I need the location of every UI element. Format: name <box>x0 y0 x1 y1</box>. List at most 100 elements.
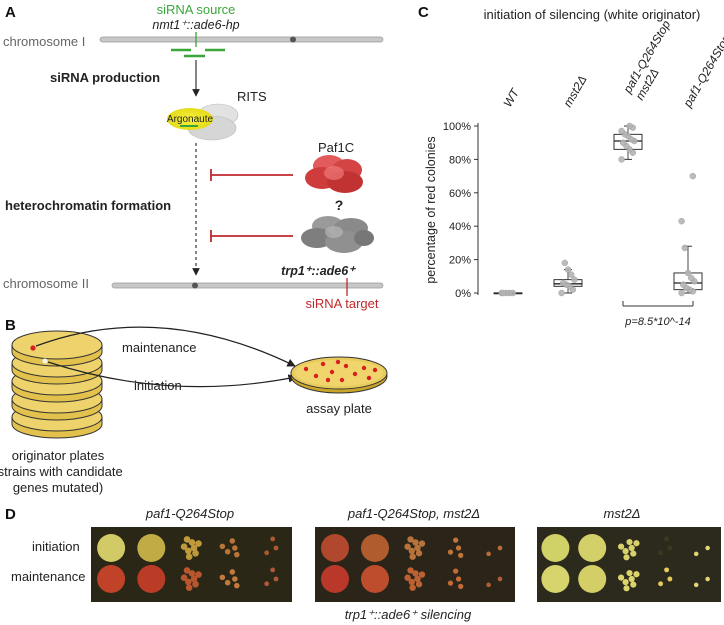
spot-assay-plates <box>91 527 721 602</box>
initiation-arrow <box>47 361 297 388</box>
data-point <box>558 289 565 297</box>
y-tick-label: 20% <box>449 255 471 267</box>
paf1c-label: Paf1C <box>318 140 354 155</box>
colony <box>455 576 462 582</box>
argonaute-label: Argonaute <box>167 114 214 125</box>
chromosome-2-bar <box>111 282 384 289</box>
data-point <box>689 172 697 180</box>
y-tick-label: 60% <box>449 188 471 200</box>
colony <box>407 536 414 543</box>
centromere-1 <box>290 36 296 43</box>
colony <box>183 536 191 543</box>
strain-label-2: paf1-Q264Stop, mst2Δ <box>347 506 480 521</box>
y-tick-label: 0% <box>455 288 471 300</box>
data-point <box>567 271 575 278</box>
trp1-ade6-construct-label: trp1⁺::ade6⁺ <box>281 264 356 278</box>
colony <box>409 584 416 591</box>
colony <box>404 543 411 550</box>
chromosome-2-label: chromosome II <box>3 276 89 291</box>
colony-spot <box>97 534 126 562</box>
row-label-maintenance: maintenance <box>11 569 85 584</box>
colony <box>486 551 491 557</box>
colony <box>458 552 464 559</box>
colony <box>453 568 459 574</box>
colony <box>618 574 625 581</box>
colony <box>415 581 423 588</box>
spot-plate-photo <box>91 527 292 602</box>
colony <box>626 538 633 546</box>
colony <box>623 554 630 561</box>
assay-plate-label: assay plate <box>306 401 372 416</box>
ade6-hp-construct-label: nmt1⁺::ade6-hp <box>152 18 239 32</box>
colony <box>705 576 710 582</box>
chart-title: initiation of silencing (white originato… <box>484 7 701 22</box>
colony <box>497 576 503 582</box>
colony <box>418 540 426 547</box>
colony <box>667 545 673 551</box>
colony <box>664 536 670 542</box>
colony <box>404 574 411 581</box>
chromosome-1-bar <box>99 36 384 43</box>
colony <box>633 540 640 547</box>
colony <box>658 581 664 587</box>
colony <box>453 537 459 543</box>
colony-spot <box>361 534 389 562</box>
assay-colonies <box>303 359 378 383</box>
colony <box>458 583 464 590</box>
data-point <box>681 244 689 252</box>
sirna-source-label: siRNA source <box>157 2 236 17</box>
colony <box>184 578 192 586</box>
colony <box>618 543 625 550</box>
maintenance-label: maintenance <box>122 340 196 355</box>
heterochromatin-formation-label: heterochromatin formation <box>5 198 171 213</box>
colony <box>664 567 670 573</box>
sirna-production-label: siRNA production <box>50 70 160 85</box>
colony-spot <box>137 565 166 593</box>
white-colony <box>42 358 48 364</box>
data-point <box>678 217 685 225</box>
panel-d-letter: D <box>5 506 16 523</box>
colony-spot <box>361 565 389 593</box>
red-colony <box>30 345 36 351</box>
colony <box>232 576 238 582</box>
paf1c-complex <box>305 155 363 193</box>
colony <box>224 579 231 586</box>
colony <box>408 547 416 555</box>
data-point <box>678 289 685 297</box>
colony <box>693 551 699 557</box>
colony <box>219 574 226 581</box>
chromosome-1-label: chromosome I <box>3 34 85 49</box>
data-point <box>559 279 567 287</box>
colony <box>185 553 193 561</box>
colony-spot <box>137 534 166 562</box>
colony-spot <box>321 534 349 562</box>
category-label: WT <box>500 85 522 110</box>
colony <box>188 539 196 546</box>
originator-plates-label-1: originator plates <box>12 448 105 463</box>
colony <box>623 585 630 592</box>
colony <box>408 578 416 586</box>
colony <box>633 571 640 578</box>
colony-spot <box>578 565 607 593</box>
colony <box>195 540 202 547</box>
colony <box>188 570 196 577</box>
data-point <box>687 274 695 282</box>
colony-spot <box>97 565 126 593</box>
sirna-target-label: siRNA target <box>306 296 379 311</box>
panel-b: B maintenance initiation assay plat <box>0 317 388 495</box>
assay-plate <box>290 356 388 394</box>
colony <box>229 538 236 544</box>
panel-c-letter: C <box>418 4 429 21</box>
colony <box>658 550 664 556</box>
data-point <box>626 122 633 130</box>
colony <box>180 574 188 582</box>
unknown-complex <box>301 216 374 253</box>
colony <box>486 582 491 588</box>
y-tick-label: 80% <box>449 154 471 166</box>
originator-plate-stack <box>11 330 103 439</box>
rits-label: RITS <box>237 89 267 104</box>
colony <box>418 571 426 578</box>
colony <box>455 545 462 551</box>
